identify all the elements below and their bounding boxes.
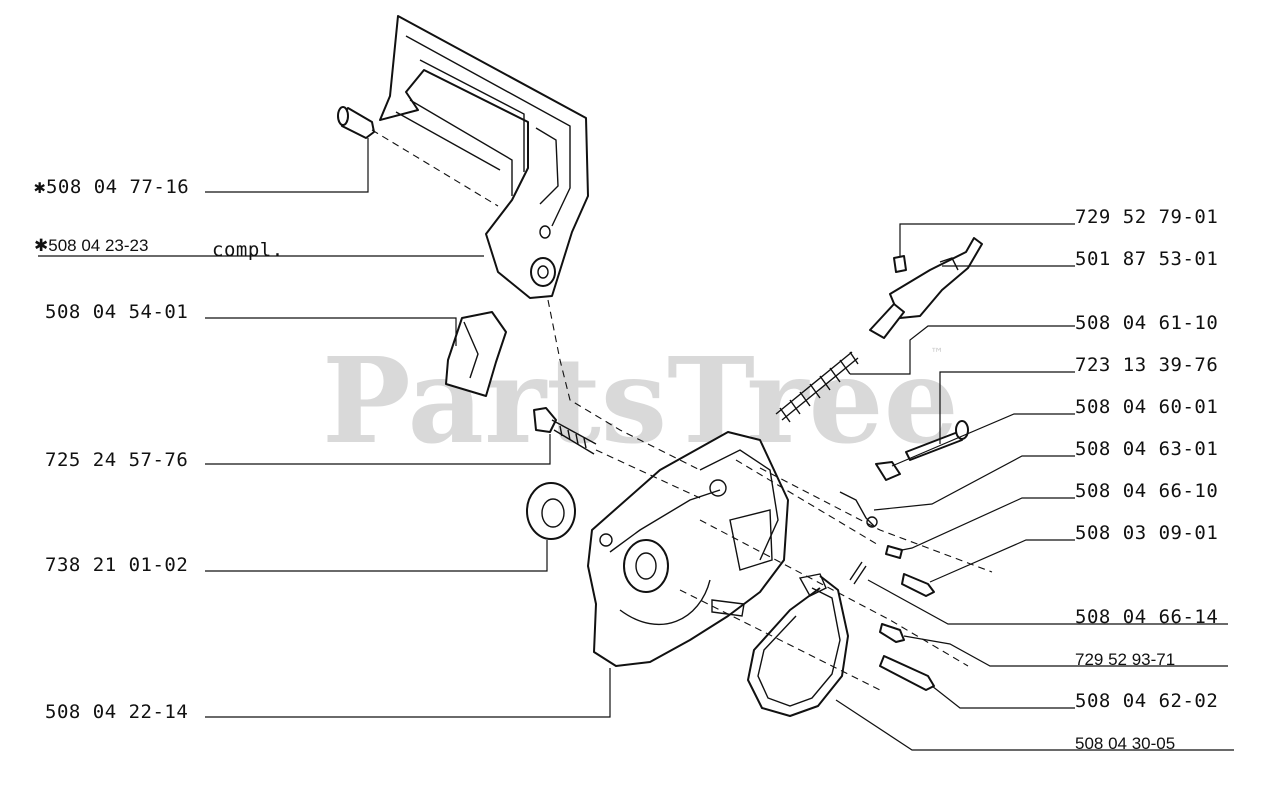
label-508-04-30-05: 508 04 30-05: [1075, 734, 1175, 753]
label-508-04-66-10: 508 04 66-10: [1075, 480, 1218, 502]
cover-piece: [445, 311, 507, 397]
label-508-04-77-16: ✱508 04 77-16: [34, 176, 189, 198]
spring-clip: [839, 491, 878, 528]
assembly-lines: [371, 129, 993, 691]
small-screw-top: [893, 255, 907, 273]
spring: [775, 351, 859, 423]
screw-right: [901, 573, 935, 597]
left-labels: ✱508 04 77-16 ✱508 04 23-23 compl. 508 0…: [34, 176, 284, 723]
label-508-04-23-23: ✱508 04 23-23: [34, 236, 148, 255]
label-508-04-63-01: 508 04 63-01: [1075, 438, 1218, 460]
screw-long: [879, 655, 935, 691]
brake-band: [747, 573, 849, 717]
label-508-03-09-01: 508 03 09-01: [1075, 522, 1218, 544]
label-508-04-54-01: 508 04 54-01: [45, 301, 188, 323]
label-501-87-53-01: 501 87 53-01: [1075, 248, 1218, 270]
label-508-04-22-14: 508 04 22-14: [45, 701, 188, 723]
label-508-04-62-02: 508 04 62-02: [1075, 690, 1218, 712]
watermark-trademark: ™: [930, 346, 944, 362]
right-labels: 729 52 79-01 501 87 53-01 508 04 61-10 7…: [1075, 206, 1218, 753]
screw-mid: [879, 623, 905, 643]
label-508-04-66-14: 508 04 66-14: [1075, 606, 1218, 628]
small-block: [875, 461, 901, 481]
label-508-04-61-10: 508 04 61-10: [1075, 312, 1218, 334]
watermark-text: PartsTree: [322, 331, 959, 470]
chain-brake-handle: [379, 15, 589, 299]
leader-lines: [38, 138, 1234, 751]
label-729-52-93-71: 729 52 93-71: [1075, 650, 1175, 669]
brake-lever: [869, 237, 983, 339]
label-508-04-60-01: 508 04 60-01: [1075, 396, 1218, 418]
bearing-ring: [526, 482, 576, 540]
adjust-screw: [533, 407, 597, 455]
label-725-24-57-76: 725 24 57-76: [45, 449, 188, 471]
label-729-52-79-01: 729 52 79-01: [1075, 206, 1218, 228]
small-sleeve: [885, 545, 903, 559]
band-spring: [849, 561, 867, 585]
clutch-cover: [587, 431, 789, 667]
label-compl: compl.: [212, 239, 284, 261]
pivot-bolt: [337, 106, 375, 139]
label-738-21-01-02: 738 21 01-02: [45, 554, 188, 576]
label-723-13-39-76: 723 13 39-76: [1075, 354, 1218, 376]
